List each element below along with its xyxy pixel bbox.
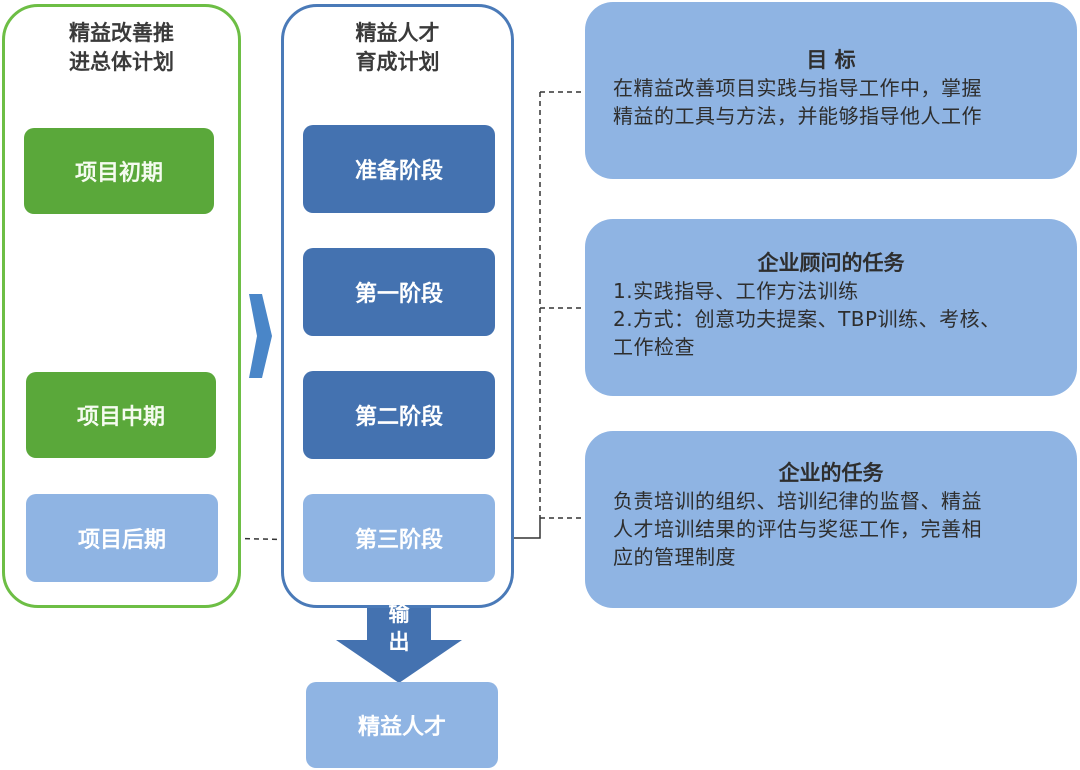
stage-prep-box: 准备阶段 — [303, 125, 495, 213]
stage-three-box: 第三阶段 — [303, 494, 495, 582]
stage-one-box: 第一阶段 — [303, 248, 495, 336]
enterprise-tasks-card: 企业的任务 负责培训的组织、培训纪律的监督、精益 人才培训结果的评估与奖惩工作，… — [585, 431, 1077, 608]
lean-talent-result-box: 精益人才 — [306, 682, 498, 768]
card-line: 应的管理制度 — [613, 545, 736, 569]
card-line: 精益的工具与方法，并能够指导他人工作 — [613, 104, 982, 128]
card-line: 1.实践指导、工作方法训练 — [613, 279, 859, 303]
title-line: 育成计划 — [355, 50, 440, 74]
card-line: 工作检查 — [613, 335, 695, 359]
output-label: 输 出 — [367, 600, 431, 656]
overall-plan-title: 精益改善推 进总体计划 — [2, 19, 241, 77]
card-line: 2.方式：创意功夫提案、TBP训练、考核、 — [613, 307, 1001, 331]
phase-early-box: 项目初期 — [24, 128, 214, 214]
consultant-tasks-title: 企业顾问的任务 — [757, 251, 905, 275]
stage-two-box: 第二阶段 — [303, 371, 495, 459]
talent-plan-title: 精益人才 育成计划 — [281, 19, 514, 77]
title-line: 精益人才 — [355, 21, 440, 45]
goal-card-title: 目 标 — [806, 48, 856, 72]
output-char: 输 — [388, 602, 410, 626]
consultant-tasks-card: 企业顾问的任务 1.实践指导、工作方法训练 2.方式：创意功夫提案、TBP训练、… — [585, 219, 1077, 396]
phase-middle-box: 项目中期 — [26, 372, 216, 458]
goal-card: 目 标 在精益改善项目实践与指导工作中，掌握 精益的工具与方法，并能够指导他人工… — [585, 2, 1077, 179]
output-char: 出 — [388, 630, 410, 654]
right-arrow-icon — [249, 294, 272, 378]
title-line: 进总体计划 — [69, 50, 174, 74]
output-arrow-icon — [336, 598, 462, 683]
phase-late-box: 项目后期 — [26, 494, 218, 582]
enterprise-tasks-title: 企业的任务 — [778, 461, 884, 485]
card-line: 在精益改善项目实践与指导工作中，掌握 — [613, 76, 982, 100]
title-line: 精益改善推 — [69, 21, 174, 45]
card-line: 人才培训结果的评估与奖惩工作，完善相 — [613, 517, 982, 541]
card-line: 负责培训的组织、培训纪律的监督、精益 — [613, 489, 982, 513]
